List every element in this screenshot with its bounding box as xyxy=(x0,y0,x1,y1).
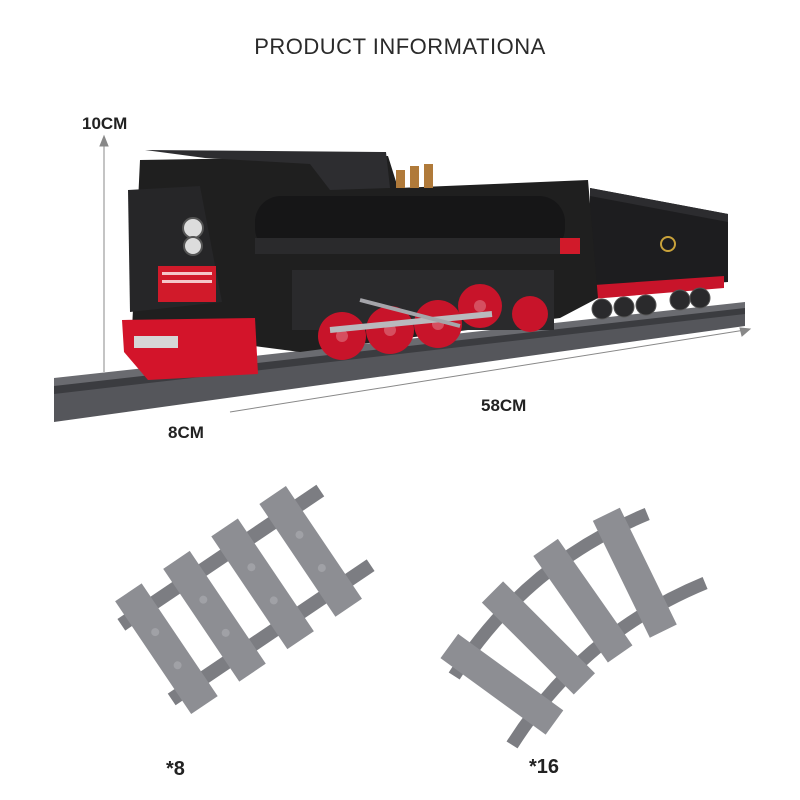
dimension-guides xyxy=(99,134,752,413)
page-title: PRODUCT INFORMATIONA xyxy=(254,34,546,59)
straight-track-count: *8 xyxy=(166,758,185,780)
straight-track-piece xyxy=(115,484,375,715)
curved-track-piece xyxy=(440,507,708,749)
length-dimension-label: 58CM xyxy=(481,396,527,415)
curved-track-count: *16 xyxy=(529,756,560,778)
name-plate xyxy=(158,266,216,302)
width-dimension-label: 8CM xyxy=(168,423,204,442)
tender-car xyxy=(580,188,728,320)
height-dimension-label: 10CM xyxy=(82,114,128,133)
driving-wheels xyxy=(318,284,548,360)
